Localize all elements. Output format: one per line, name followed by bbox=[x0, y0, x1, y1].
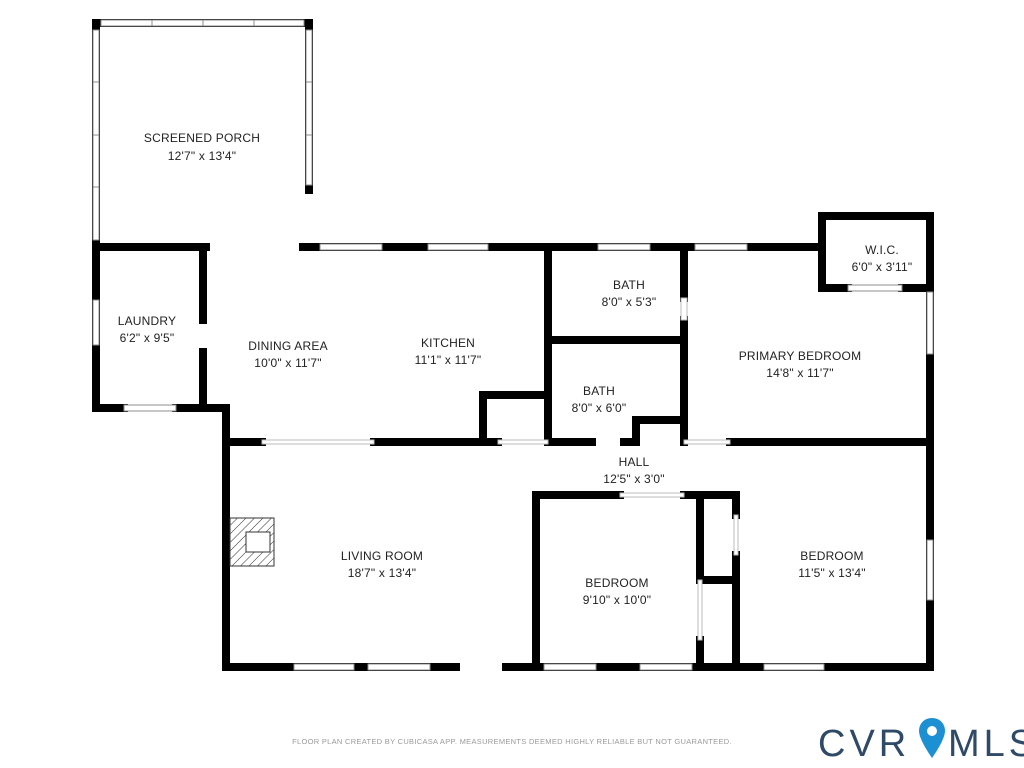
room-dim-screened-porch: 12'7" x 13'4" bbox=[168, 149, 236, 163]
room-name-kitchen: KITCHEN bbox=[421, 336, 475, 350]
floor-plan-disclaimer: FLOOR PLAN CREATED BY CUBICASA APP. MEAS… bbox=[292, 737, 732, 746]
fireplace-icon bbox=[229, 517, 275, 567]
room-name-bedroom-2: BEDROOM bbox=[800, 549, 863, 563]
room-name-laundry: LAUNDRY bbox=[118, 314, 177, 328]
room-name-primary-bedroom: PRIMARY BEDROOM bbox=[739, 349, 862, 363]
room-name-bedroom-1: BEDROOM bbox=[585, 576, 648, 590]
room-name-bath-2: BATH bbox=[583, 384, 615, 398]
room-dim-bath-1: 8'0" x 5'3" bbox=[602, 295, 657, 309]
room-name-hall: HALL bbox=[619, 455, 650, 469]
room-dim-hall: 12'5" x 3'0" bbox=[603, 472, 665, 486]
walls bbox=[92, 19, 934, 671]
room-dim-bedroom-2: 11'5" x 13'4" bbox=[798, 566, 866, 580]
room-dim-kitchen: 11'1" x 11'7" bbox=[415, 353, 482, 367]
room-dim-bath-2: 8'0" x 6'0" bbox=[572, 401, 627, 415]
room-dim-primary-bedroom: 14'8" x 11'7" bbox=[766, 366, 834, 380]
map-pin-icon bbox=[919, 718, 945, 758]
room-name-screened-porch: SCREENED PORCH bbox=[144, 131, 260, 145]
room-dim-bedroom-1: 9'10" x 10'0" bbox=[583, 593, 651, 607]
room-labels: SCREENED PORCH 12'7" x 13'4" LAUNDRY 6'2… bbox=[118, 131, 913, 607]
room-name-wic: W.I.C. bbox=[865, 243, 899, 257]
room-dim-dining-area: 10'0" x 11'7" bbox=[254, 356, 322, 370]
logo-text-left: CVR bbox=[818, 723, 910, 765]
room-dim-laundry: 6'2" x 9'5" bbox=[120, 331, 175, 345]
window-mullions bbox=[93, 20, 312, 188]
cvr-mls-logo: CVR MLS bbox=[818, 718, 1024, 765]
room-name-bath-1: BATH bbox=[613, 278, 645, 292]
room-name-dining-area: DINING AREA bbox=[248, 339, 328, 353]
logo-text-right: MLS bbox=[948, 723, 1024, 765]
room-dim-wic: 6'0" x 3'11" bbox=[852, 260, 913, 274]
room-name-living-room: LIVING ROOM bbox=[341, 549, 423, 563]
room-dim-living-room: 18'7" x 13'4" bbox=[348, 566, 416, 580]
